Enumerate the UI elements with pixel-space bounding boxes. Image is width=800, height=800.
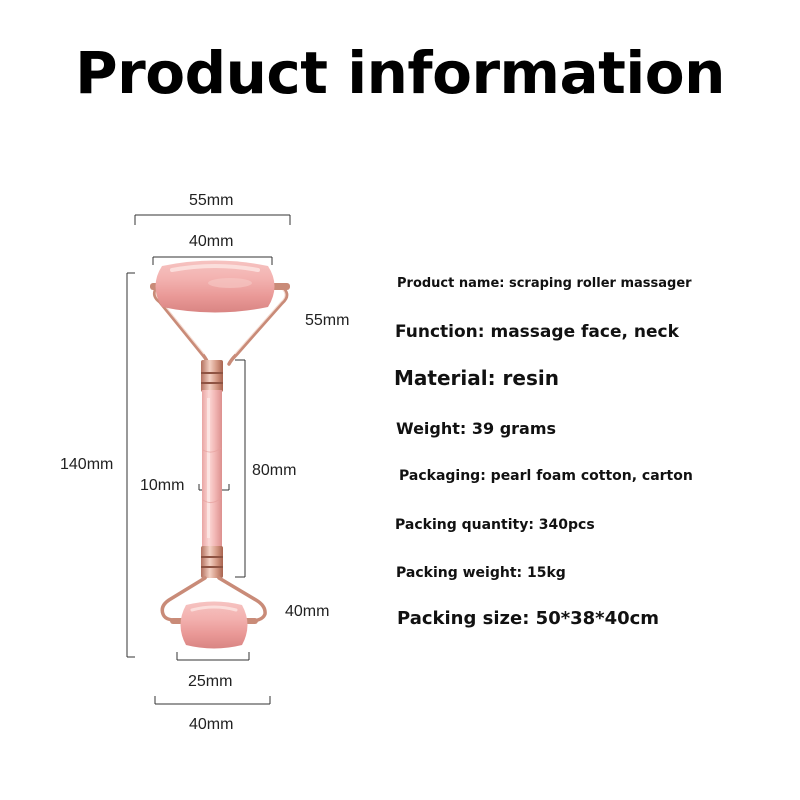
- spec-material: Material: resin: [394, 366, 559, 390]
- dim-top-total-width: 55mm: [189, 192, 234, 209]
- dim-handle-length: 80mm: [252, 462, 297, 479]
- dim-bottom-frame-height: 40mm: [285, 603, 330, 620]
- top-roller: [150, 260, 290, 313]
- dimension-lines: [126, 214, 291, 705]
- bottom-frame: [160, 576, 267, 623]
- spec-function: Function: massage face, neck: [395, 322, 679, 342]
- bottom-roller: [170, 601, 258, 649]
- dim-overall-length: 140mm: [60, 456, 114, 473]
- bottom-cap: [201, 546, 223, 578]
- dim-bottom-total-width: 40mm: [189, 716, 234, 733]
- dim-handle-diameter: 10mm: [140, 477, 185, 494]
- spec-packaging: Packaging: pearl foam cotton, carton: [399, 468, 693, 484]
- spec-packing-quantity: Packing quantity: 340pcs: [395, 517, 595, 533]
- dim-top-frame-height: 55mm: [305, 312, 350, 329]
- dim-bottom-roller-width: 25mm: [188, 673, 233, 690]
- spec-product-name: Product name: scraping roller massager: [397, 276, 692, 291]
- spec-packing-size: Packing size: 50*38*40cm: [397, 608, 660, 629]
- top-cap: [201, 360, 223, 392]
- spec-weight: Weight: 39 grams: [396, 419, 557, 438]
- dim-top-roller-width: 40mm: [189, 233, 234, 250]
- handle: [202, 390, 222, 548]
- spec-packing-weight: Packing weight: 15kg: [396, 565, 566, 581]
- page-title: Product information: [75, 39, 725, 107]
